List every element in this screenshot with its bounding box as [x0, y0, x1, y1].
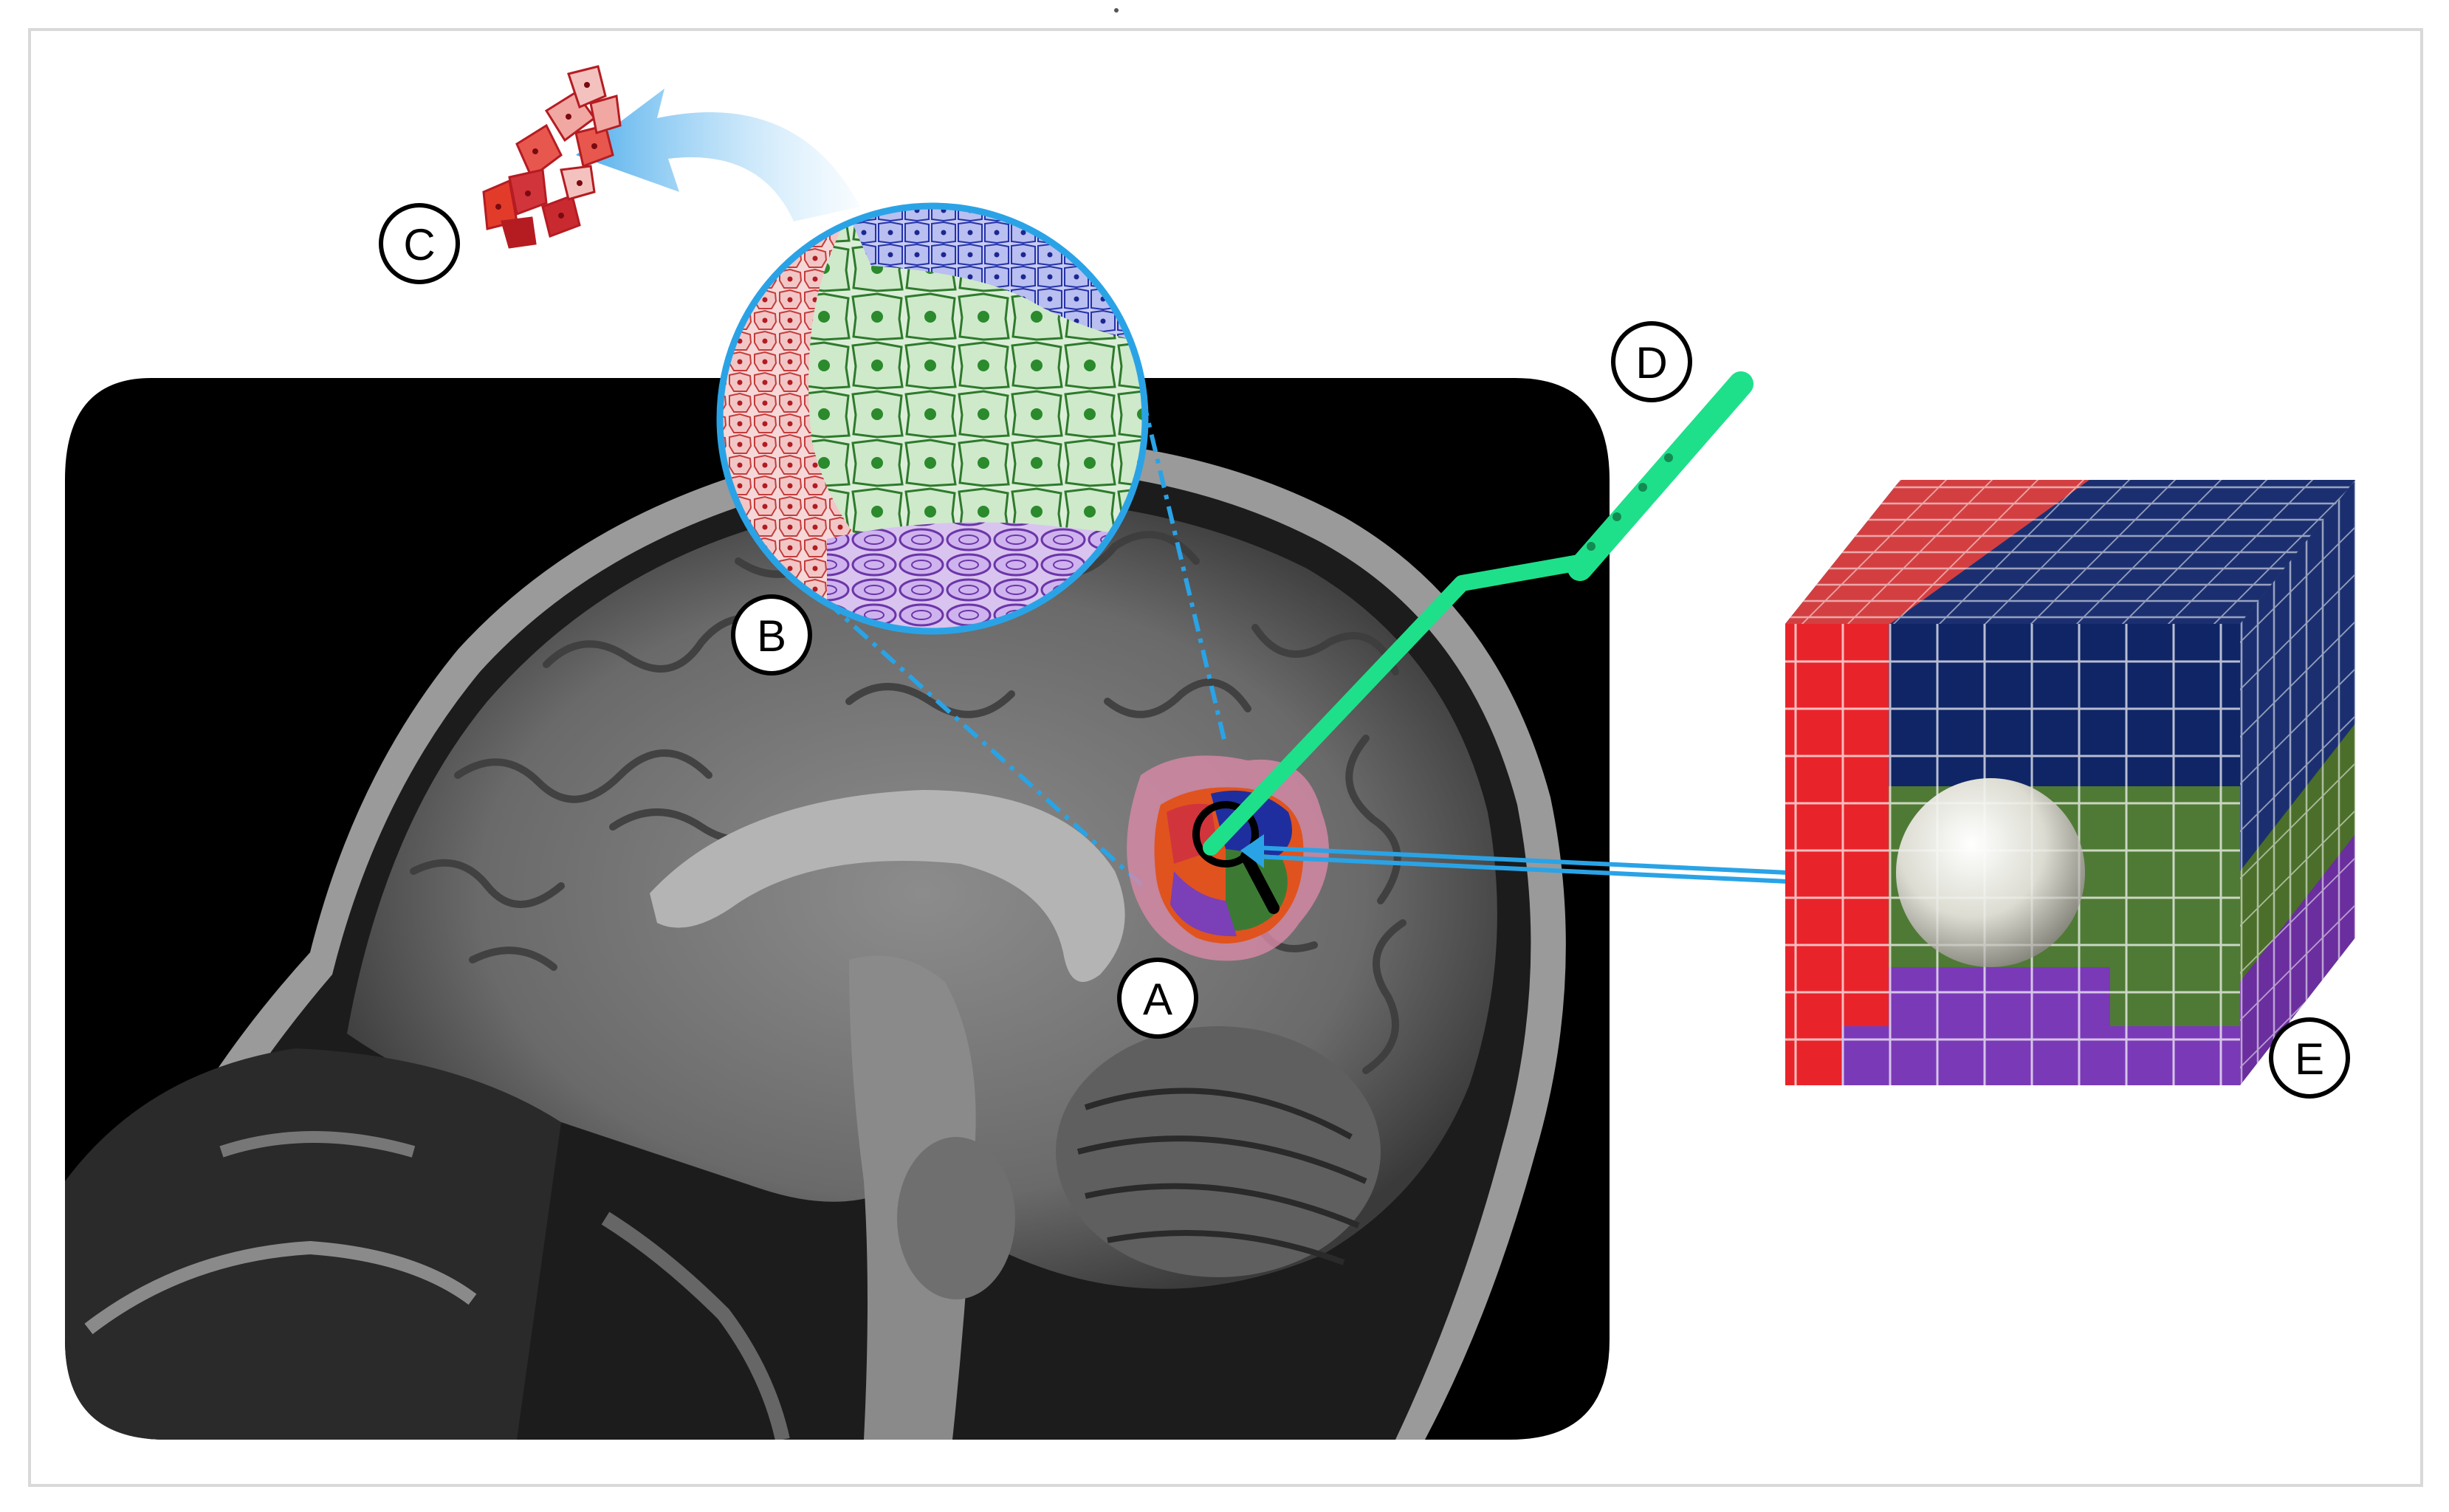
- corpus-callosum: [650, 790, 1125, 982]
- callout-e: E: [2269, 1017, 2350, 1099]
- callout-a-label: A: [1143, 975, 1172, 1024]
- magnifier-icon: [1192, 801, 1280, 914]
- cerebellum: [1056, 1026, 1381, 1277]
- callout-a: A: [1117, 958, 1198, 1039]
- cell-cluster: [482, 65, 622, 249]
- callout-d: D: [1611, 321, 1692, 402]
- zoom-guide-lines: [825, 398, 1228, 888]
- voxel-cube: [1785, 480, 2355, 1085]
- extraction-arrow: [576, 89, 860, 221]
- callout-b: B: [731, 594, 812, 676]
- callout-b-label: B: [757, 611, 786, 661]
- callout-e-label: E: [2295, 1034, 2324, 1084]
- callout-c: C: [379, 203, 460, 284]
- mri-scan: [65, 378, 1610, 1440]
- top-dot: [1114, 8, 1119, 13]
- callout-d-label: D: [1635, 338, 1667, 388]
- histology-zoom-circle: [716, 202, 1149, 635]
- biopsy-probe-icon: [1203, 371, 1754, 856]
- callout-c-label: C: [403, 220, 435, 269]
